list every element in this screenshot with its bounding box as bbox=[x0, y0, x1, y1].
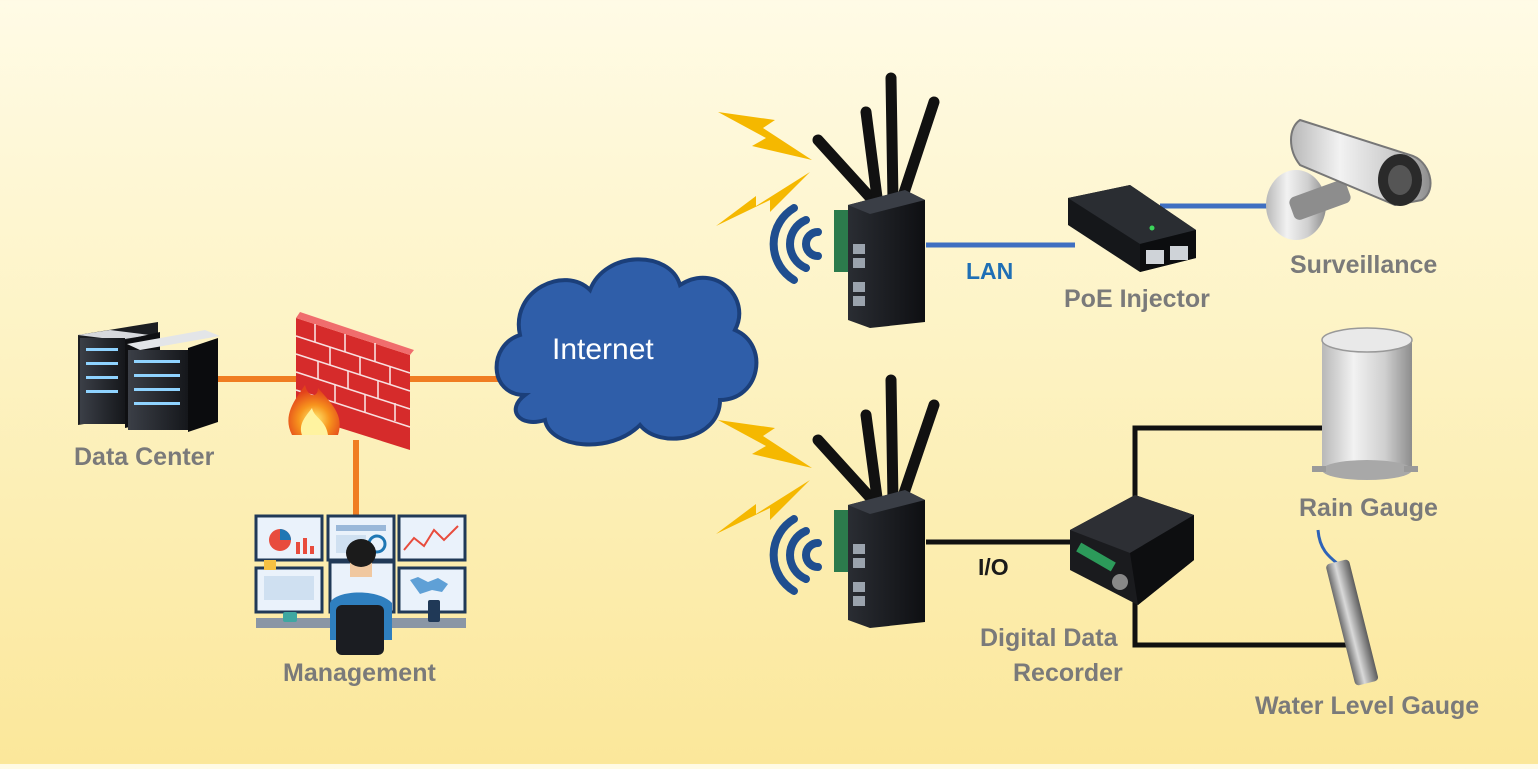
lan-link-label: LAN bbox=[966, 258, 1014, 284]
io-link-label: I/O bbox=[978, 554, 1009, 580]
internet-label: Internet bbox=[552, 333, 654, 366]
cellular-router-top-icon bbox=[812, 72, 940, 328]
poe-injector-label: PoE Injector bbox=[1064, 285, 1210, 313]
water-level-gauge-icon bbox=[1316, 529, 1379, 686]
management-label: Management bbox=[283, 659, 436, 687]
server-rack-icon bbox=[78, 322, 220, 432]
wifi-signal-bottom-icon bbox=[769, 515, 822, 595]
recorder-label-line1: Digital Data bbox=[980, 624, 1118, 652]
rain-gauge-label: Rain Gauge bbox=[1299, 494, 1438, 522]
wifi-signal-top-icon bbox=[769, 204, 822, 284]
surveillance-label: Surveillance bbox=[1290, 251, 1438, 279]
water-level-gauge-label: Water Level Gauge bbox=[1255, 692, 1480, 720]
poe-injector-icon bbox=[1068, 185, 1196, 272]
management-station-icon bbox=[254, 514, 467, 655]
lightning-bolt-icon bbox=[716, 112, 812, 534]
firewall-icon bbox=[288, 312, 414, 450]
wan-links bbox=[215, 376, 505, 520]
io-links bbox=[926, 425, 1355, 648]
data-recorder-icon bbox=[1070, 495, 1194, 605]
cellular-router-bottom-icon bbox=[812, 374, 940, 628]
data-center-label: Data Center bbox=[74, 443, 215, 471]
internet-cloud-icon bbox=[494, 257, 759, 447]
lan-links bbox=[926, 203, 1275, 248]
recorder-label-line2: Recorder bbox=[1013, 659, 1123, 687]
rain-gauge-icon bbox=[1312, 327, 1418, 480]
surveillance-camera-icon bbox=[1266, 118, 1432, 240]
